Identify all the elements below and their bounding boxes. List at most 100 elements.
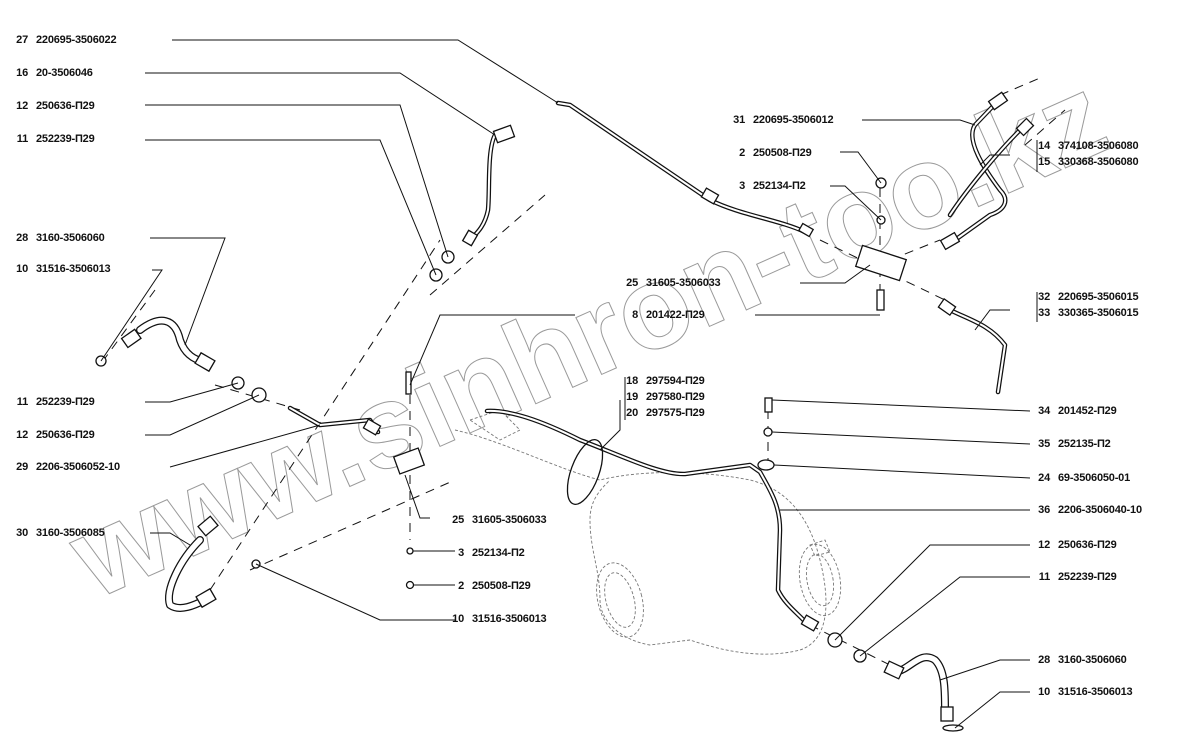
- callout-number: 25: [452, 514, 464, 526]
- callout-16: 16 20-3506046: [10, 67, 93, 79]
- callout-11: 11 252239-П29: [10, 133, 95, 145]
- part-number: 3160-3506085: [36, 527, 105, 539]
- callout-number: 12: [1038, 539, 1050, 551]
- brake-tube-31: [939, 91, 1009, 251]
- callout-29: 29 2206-3506052-10: [10, 461, 120, 473]
- callout-12: 12 250636-П29: [1032, 539, 1117, 551]
- callout-10: 10 31516-3506013: [446, 613, 547, 625]
- callout-number: 27: [16, 34, 28, 46]
- leader-lines: [100, 39, 1031, 729]
- callout-number: 10: [452, 613, 464, 625]
- callout-28: 28 3160-3506060: [1032, 654, 1127, 666]
- part-number: 330368-3506080: [1058, 156, 1139, 168]
- callout-number: 2: [739, 147, 745, 159]
- part-number: 250508-П29: [472, 580, 531, 592]
- callout-number: 30: [16, 527, 28, 539]
- callout-11: 11 252239-П29: [1032, 571, 1117, 583]
- part-number: 220695-3506012: [753, 114, 834, 126]
- callout-8: 8 201422-П29: [620, 309, 705, 321]
- callout-3: 3 252134-П2: [446, 547, 525, 559]
- part-number: 250636-П29: [1058, 539, 1117, 551]
- part-number: 252239-П29: [1058, 571, 1117, 583]
- callout-12: 12 250636-П29: [10, 100, 95, 112]
- part-number: 297575-П29: [646, 407, 705, 419]
- callout-number: 20: [626, 407, 638, 419]
- callout-number: 11: [1038, 571, 1050, 583]
- part-number: 250636-П29: [36, 100, 95, 112]
- brake-tube-16: [429, 124, 516, 282]
- brake-hose-28-left: [95, 316, 267, 403]
- callout-30: 30 3160-3506085: [10, 527, 105, 539]
- callout-brackets: [624, 140, 1038, 420]
- callout-number: 15: [1038, 156, 1050, 168]
- callout-number: 12: [16, 100, 28, 112]
- callout-number: 16: [16, 67, 28, 79]
- part-number: 31516-3506013: [36, 263, 111, 275]
- part-number: 20-3506046: [36, 67, 93, 79]
- part-number: 374108-3506080: [1058, 140, 1139, 152]
- part-number: 250508-П29: [753, 147, 812, 159]
- part-number: 31605-3506033: [646, 277, 721, 289]
- brake-tube-36: [484, 397, 867, 663]
- brake-hose-28-right: [883, 653, 964, 732]
- callout-number: 8: [632, 309, 638, 321]
- brake-tube-32-33: [937, 297, 1008, 395]
- part-number: 2206-3506052-10: [36, 461, 120, 473]
- axle-housing: [454, 409, 842, 655]
- callout-number: 11: [16, 133, 28, 145]
- brake-tube-29: [287, 405, 382, 436]
- callout-number: 3: [458, 547, 464, 559]
- callout-number: 28: [1038, 654, 1050, 666]
- brake-hose-30: [165, 515, 261, 612]
- brake-tube-27: [555, 100, 815, 238]
- callout-number: 35: [1038, 438, 1050, 450]
- part-number: 31516-3506013: [1058, 686, 1133, 698]
- callout-number: 34: [1038, 405, 1050, 417]
- part-number: 69-3506050-01: [1058, 472, 1131, 484]
- callout-number: 33: [1038, 307, 1050, 319]
- part-number: 3160-3506060: [36, 232, 105, 244]
- part-number: 201422-П29: [646, 309, 705, 321]
- callout-number: 3: [739, 180, 745, 192]
- callout-27: 27 220695-3506022: [10, 34, 116, 46]
- callout-20: 20 297575-П29: [620, 407, 705, 419]
- callout-number: 10: [1038, 686, 1050, 698]
- part-number: 2206-3506040-10: [1058, 504, 1142, 516]
- part-number: 252239-П29: [36, 133, 95, 145]
- part-number: 220695-3506022: [36, 34, 117, 46]
- callout-number: 18: [626, 375, 638, 387]
- part-number: 252134-П2: [472, 547, 525, 559]
- watermark: www.sinhron-too.kz: [51, 49, 1126, 624]
- callout-number: 28: [16, 232, 28, 244]
- callout-10: 10 31516-3506013: [1032, 686, 1133, 698]
- callout-number: 24: [1038, 472, 1050, 484]
- callout-2: 2 250508-П29: [727, 147, 812, 159]
- part-number: 31605-3506033: [472, 514, 547, 526]
- callout-31: 31 220695-3506012: [727, 114, 833, 126]
- callout-number: 10: [16, 263, 28, 275]
- callout-28: 28 3160-3506060: [10, 232, 105, 244]
- part-number: 31516-3506013: [472, 613, 547, 625]
- callout-number: 12: [16, 429, 28, 441]
- brake-tube-14-15: [947, 117, 1035, 218]
- part-number: 3160-3506060: [1058, 654, 1127, 666]
- callout-number: 2: [458, 580, 464, 592]
- part-number: 297580-П29: [646, 391, 705, 403]
- part-number: 297594-П29: [646, 375, 705, 387]
- callout-number: 32: [1038, 291, 1050, 303]
- callout-number: 14: [1038, 140, 1050, 152]
- part-number: 330365-3506015: [1058, 307, 1139, 319]
- callout-number: 31: [733, 114, 745, 126]
- callout-18: 18 297594-П29: [620, 375, 705, 387]
- callout-2: 2 250508-П29: [446, 580, 531, 592]
- callout-number: 29: [16, 461, 28, 473]
- callout-24: 24 69-3506050-01: [1032, 472, 1130, 484]
